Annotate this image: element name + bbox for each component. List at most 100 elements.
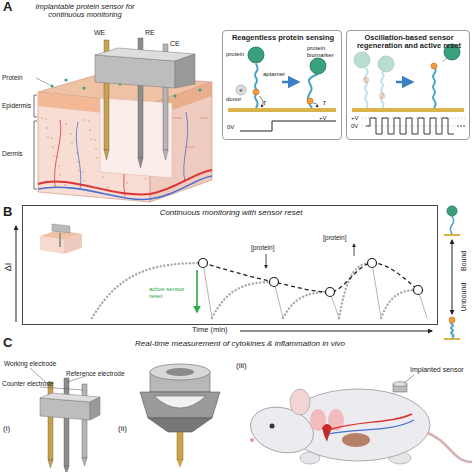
tissue-dot: [89, 129, 91, 131]
electrode-tip: [48, 460, 53, 468]
tissue-dot: [83, 180, 85, 182]
voltage-label: +V: [351, 115, 365, 122]
aptamer-strand: [255, 64, 258, 108]
sensing-scheme: [228, 47, 336, 131]
signal-reset: [203, 263, 212, 318]
tissue-dot: [88, 120, 90, 122]
redox-donor: [431, 63, 437, 69]
tissue-dot: [94, 139, 96, 141]
tissue-dot: [200, 117, 202, 119]
sensor-tip: [177, 460, 183, 468]
tissue-dot: [47, 136, 49, 138]
aptamer-strand: [365, 68, 368, 108]
measurement-point: [199, 259, 208, 268]
tissue-dot: [204, 117, 206, 119]
change-arrow: [266, 254, 267, 268]
process-box: Oscillation-based sensor regeneration an…: [346, 30, 470, 140]
tissue-dot: [193, 146, 195, 148]
bracket: [34, 95, 37, 117]
aptamer-strand: [433, 66, 436, 108]
tissue-dot: [90, 138, 92, 140]
subpanel-number: (i): [3, 425, 19, 434]
tissue-dot: [84, 119, 86, 121]
electrode-tip: [163, 150, 168, 160]
tissue-dot: [45, 118, 47, 120]
tissue-dot: [187, 146, 189, 148]
housing-body: [140, 392, 220, 418]
biomarker-label: protein biomarker: [307, 45, 341, 58]
liver: [342, 433, 370, 447]
state-label: Bound: [460, 241, 468, 281]
tissue-dot: [172, 117, 174, 119]
protein-dot: [64, 78, 67, 81]
tissue-dot: [176, 117, 178, 119]
cutaway: [100, 98, 172, 178]
device-illustrations: [30, 364, 472, 472]
reset-arrow: [196, 270, 198, 312]
tissue-dot: [189, 146, 191, 148]
tissue-dot: [57, 156, 59, 158]
box-title: Reagentless protein sensing: [225, 34, 341, 42]
tissue-dot: [41, 117, 43, 119]
transition-arrow: [396, 81, 412, 84]
inset-skin: [64, 234, 82, 254]
signal-rise: [92, 263, 203, 318]
measurement-point: [414, 286, 423, 295]
voltage-step: [240, 121, 336, 131]
protein-sphere: [248, 47, 264, 63]
tissue-dot: [52, 146, 54, 148]
redox-donor: [253, 89, 259, 95]
time-constant: τ: [263, 99, 271, 107]
tissue-dot: [126, 182, 128, 184]
electrode-holder: [90, 397, 100, 420]
gold-electrode: [444, 338, 460, 340]
mouse-eye: [270, 424, 275, 429]
regeneration-scheme: [352, 44, 466, 134]
time-constant: τ: [323, 99, 331, 107]
tissue-dot: [174, 117, 176, 119]
signal-rise: [381, 290, 418, 318]
electrode-label: Working electrode: [4, 360, 66, 367]
gold-electrode: [352, 108, 464, 112]
tissue-dot: [78, 170, 80, 172]
electrode-tip: [104, 150, 109, 160]
gold-electrode: [444, 234, 460, 236]
layer-label: Dermis: [2, 150, 36, 157]
capillary: [76, 122, 81, 190]
measurement-point: [326, 288, 335, 297]
nut-top: [150, 364, 210, 380]
electrode-holder: [40, 393, 100, 402]
square-wave: [366, 118, 454, 134]
bracket: [34, 121, 37, 189]
blood-vessel: [328, 420, 414, 434]
electrode-label: Counter electrode: [2, 380, 62, 387]
voltage-label: 0V: [227, 124, 241, 131]
tissue-dot: [96, 157, 98, 159]
protein-dot: [82, 86, 85, 89]
box-title: Oscillation-based sensor regeneration an…: [349, 34, 469, 51]
panel-title: Implantable protein sensor for continuou…: [30, 3, 140, 20]
skin-illustration: [34, 38, 212, 202]
transition-arrow: [282, 81, 298, 84]
measurement-point: [368, 259, 377, 268]
leader-line: [40, 387, 83, 390]
reset-label: active sensor reset: [149, 286, 191, 299]
electron-symbol: e⁻: [237, 88, 247, 94]
axis-arrow: [16, 226, 17, 322]
tissue-dot: [95, 148, 97, 150]
electrode-label: Reference electrode: [66, 370, 132, 377]
electrode-tip: [64, 466, 69, 472]
ellipsis-dot: [463, 125, 464, 126]
housing-cup: [154, 396, 206, 408]
tissue-dot: [51, 137, 53, 139]
state-label: Unbound: [460, 277, 468, 317]
tissue-dot: [77, 161, 79, 163]
tissue-dot: [82, 171, 84, 173]
inset-sensor: [52, 224, 70, 233]
tissue-dot: [65, 123, 67, 125]
electrode-label: RE: [145, 29, 165, 37]
level-line: [362, 118, 466, 119]
voltage-label: 0V: [351, 123, 365, 130]
concentration-label: [protein]: [323, 234, 355, 241]
